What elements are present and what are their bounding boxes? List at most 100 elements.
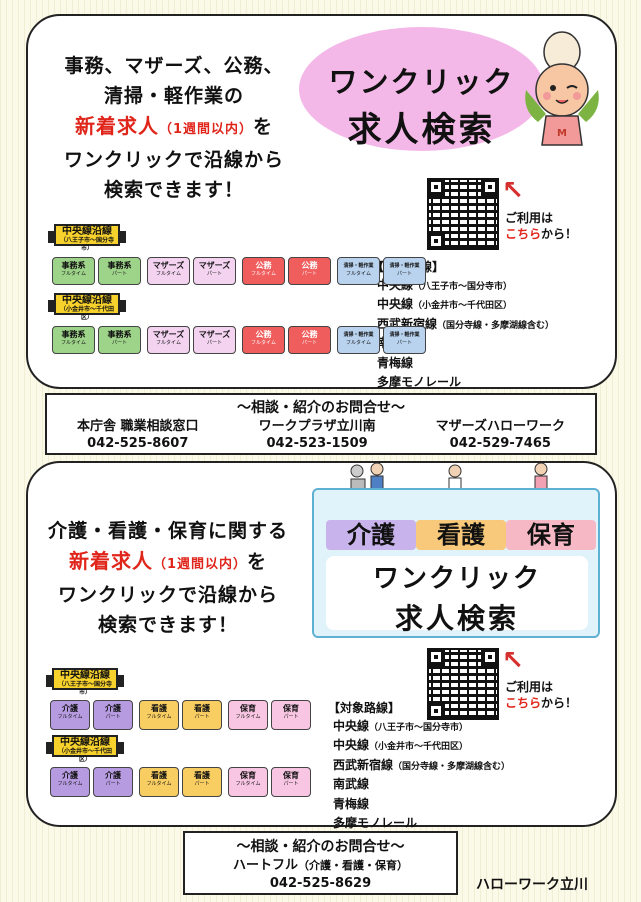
job-category-button[interactable]: 事務系フルタイム: [52, 257, 95, 285]
employment-type: フルタイム: [251, 340, 276, 346]
office-tel: 042-525-8607: [87, 436, 189, 451]
job-category-button[interactable]: 事務系パート: [98, 326, 141, 354]
job-category-label: 公務: [255, 261, 272, 270]
job-category-label: 清掃・軽作業: [343, 332, 374, 338]
train-row: 介護フルタイム介護パート看護フルタイム看護パート保育フルタイム保育パート: [50, 700, 311, 730]
contact-title: ～相談・紹介のお問合せ～: [237, 400, 405, 416]
route-item: 青梅線: [377, 355, 554, 375]
job-category-label: マザーズ: [198, 330, 231, 339]
job-category-button[interactable]: 公務フルタイム: [242, 257, 285, 285]
job-category-label: 事務系: [61, 261, 86, 270]
usage-here: こちら: [505, 227, 542, 241]
job-category-label: 保育: [240, 704, 256, 713]
qr-code-top[interactable]: [427, 178, 499, 250]
employment-type: パート: [396, 271, 412, 277]
usage-tail: から！: [541, 696, 578, 710]
new-jobs-label: 新着求人: [68, 549, 153, 573]
job-category-label: 看護: [151, 771, 167, 780]
job-category-button[interactable]: 事務系フルタイム: [52, 326, 95, 354]
job-category-button[interactable]: 看護フルタイム: [139, 767, 179, 797]
heartful-name: ハートフル（介護・看護・保育）: [185, 856, 456, 875]
route-item: 青梅線: [333, 796, 510, 816]
route-note: （八王子市～国分寺市）: [369, 722, 469, 733]
job-category-label: 看護: [194, 704, 210, 713]
usage-text-top: ご利用は こちらから！: [505, 210, 577, 242]
employment-type: パート: [194, 781, 210, 787]
route-item: 多摩モノレール: [377, 374, 554, 394]
job-category-button[interactable]: 公務パート: [288, 257, 331, 285]
employment-type: フルタイム: [235, 781, 261, 787]
employment-type: フルタイム: [57, 781, 83, 787]
train-row: 事務系フルタイム事務系パートマザーズフルタイムマザーズパート公務フルタイム公務パ…: [52, 326, 426, 354]
job-category-button[interactable]: マザーズパート: [193, 257, 236, 285]
usage-line1: ご利用は: [505, 680, 554, 694]
route-name: 多摩モノレール: [333, 816, 418, 830]
job-category-button[interactable]: 保育フルタイム: [228, 767, 268, 797]
job-category-label: 事務系: [107, 330, 132, 339]
employment-type: フルタイム: [235, 714, 261, 720]
route-name: 青梅線: [377, 355, 414, 370]
employment-type: パート: [301, 271, 317, 277]
job-category-button[interactable]: 事務系パート: [98, 257, 141, 285]
job-category-button[interactable]: 看護パート: [182, 700, 222, 730]
job-category-button[interactable]: 清掃・軽作業パート: [383, 326, 426, 354]
line-sign-sub: （八王子市～国分寺市）: [57, 681, 112, 696]
sign-inner: ワンクリック 求人検索: [326, 556, 588, 635]
target-routes-bottom: 【対象路線】 中央線（八王子市～国分寺市）中央線（小金井市～千代田区）西武新宿線…: [328, 700, 510, 835]
route-note: （国分寺線・多摩湖線含む）: [437, 320, 555, 331]
job-category-button[interactable]: 看護フルタイム: [139, 700, 179, 730]
job-category-button[interactable]: 清掃・軽作業フルタイム: [337, 326, 380, 354]
employment-type: パート: [105, 781, 121, 787]
employment-type: フルタイム: [146, 781, 172, 787]
job-category-button[interactable]: 看護パート: [182, 767, 222, 797]
job-category-label: マザーズ: [152, 330, 185, 339]
job-category-label: 介護: [105, 704, 121, 713]
employment-type: フルタイム: [156, 271, 181, 277]
usage-line1: ご利用は: [505, 211, 554, 225]
job-category-button[interactable]: 介護フルタイム: [50, 700, 90, 730]
route-note: （小金井市～千代田区）: [413, 301, 513, 311]
employment-type: フルタイム: [146, 714, 172, 720]
line-sign-sub: （八王子市～国分寺市）: [59, 237, 114, 252]
job-category-label: 清掃・軽作業: [389, 332, 420, 338]
job-category-button[interactable]: 介護フルタイム: [50, 767, 90, 797]
employment-type: フルタイム: [61, 340, 86, 346]
usage-here: こちら: [505, 696, 542, 710]
route-name: 多摩モノレール: [377, 375, 462, 389]
line-sign-sub: （小金井市～千代田区）: [57, 748, 112, 763]
qr-code-bottom[interactable]: [427, 648, 499, 720]
job-category-button[interactable]: 公務フルタイム: [242, 326, 285, 354]
job-category-button[interactable]: 清掃・軽作業パート: [383, 257, 426, 285]
route-name: 南武線: [333, 777, 370, 791]
job-category-button[interactable]: 保育パート: [271, 767, 311, 797]
job-category-button[interactable]: 清掃・軽作業フルタイム: [337, 257, 380, 285]
bubble-line2: 求人検索: [347, 110, 496, 150]
line-sign-label: 中央線沿線: [60, 670, 110, 681]
route-item: 多摩モノレール: [333, 815, 510, 835]
job-category-button[interactable]: 保育フルタイム: [228, 700, 268, 730]
heartful-label: ハートフル: [232, 858, 298, 873]
top-intro-text: 事務、マザーズ、公務、 清掃・軽作業の 新着求人（1週間以内）を ワンクリックで…: [44, 51, 304, 205]
employment-type: パート: [206, 340, 222, 346]
job-category-button[interactable]: 公務パート: [288, 326, 331, 354]
route-note: （小金井市～千代田区）: [369, 742, 469, 752]
route-name: 中央線: [333, 718, 370, 733]
job-category-label: 事務系: [107, 261, 132, 270]
job-category-button[interactable]: 介護パート: [93, 700, 133, 730]
contact-title: ～相談・紹介のお問合せ～: [236, 839, 405, 855]
top-intro-line4: ワンクリックで沿線から: [63, 149, 284, 171]
top-intro-line1: 事務、マザーズ、公務、: [64, 55, 284, 77]
job-category-button[interactable]: 保育パート: [271, 700, 311, 730]
job-category-button[interactable]: マザーズフルタイム: [147, 257, 190, 285]
office-name: マザーズハローワーク: [435, 419, 565, 434]
route-name: 中央線: [333, 738, 370, 752]
job-category-button[interactable]: マザーズパート: [193, 326, 236, 354]
job-category-button[interactable]: マザーズフルタイム: [147, 326, 190, 354]
within-week-note: （1週間以内）: [158, 122, 254, 137]
job-category-button[interactable]: 介護パート: [93, 767, 133, 797]
tag-care: 介護: [326, 520, 416, 550]
